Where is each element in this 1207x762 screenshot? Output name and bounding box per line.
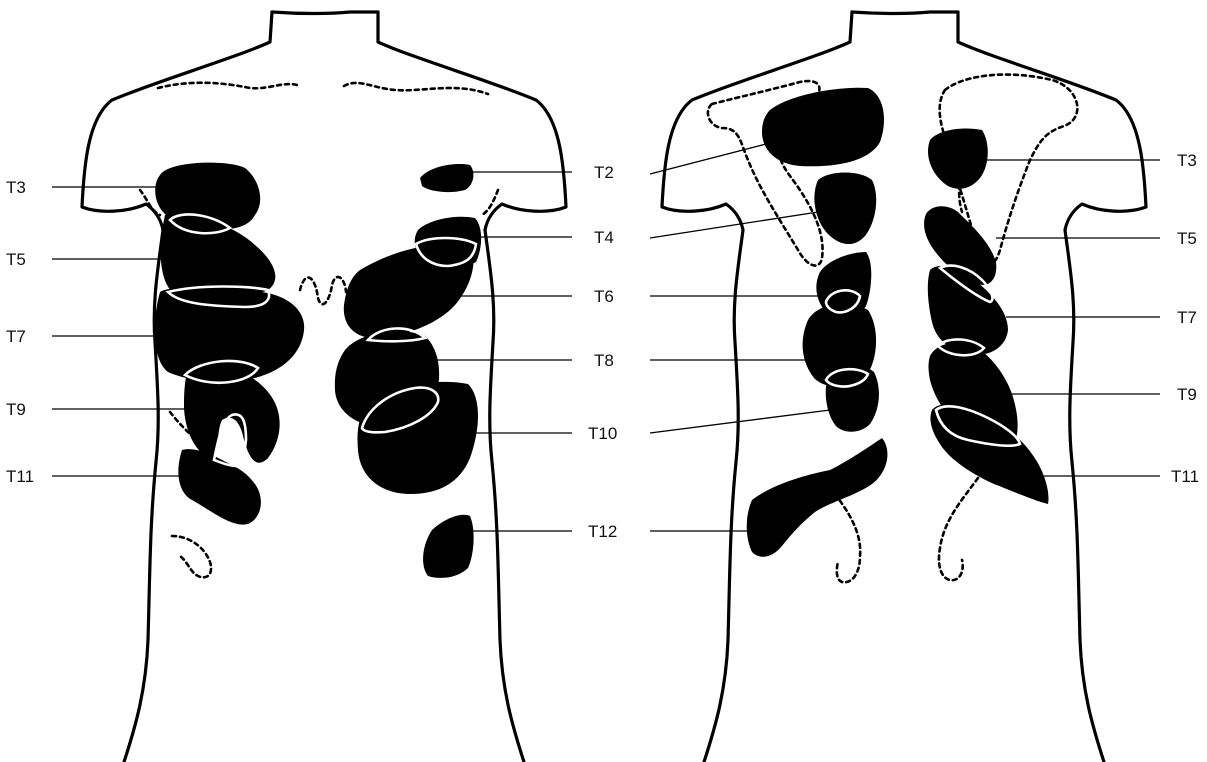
label-front-t11: T11 [6,467,34,486]
label-back-t3: T3 [1177,151,1197,170]
front-neckline [272,12,378,14]
label-mid-t10: T10 [588,424,617,443]
label-mid-t12: T12 [588,522,617,541]
back-neckline [852,12,958,14]
label-front-t3: T3 [6,178,26,197]
label-front-t5: T5 [6,250,26,269]
label-mid-t2: T2 [594,163,614,182]
label-mid-t4: T4 [594,228,614,247]
front-silhouette [0,0,640,762]
label-back-t9: T9 [1177,385,1197,404]
label-back-t11: T11 [1171,467,1199,486]
label-mid-t8: T8 [594,351,614,370]
label-back-t7: T7 [1177,308,1197,327]
label-front-t9: T9 [6,400,26,419]
label-mid-t6: T6 [594,287,614,306]
label-front-t7: T7 [6,327,26,346]
back-silhouette [640,0,1207,762]
back-zone-t10 [826,366,879,432]
label-back-t5: T5 [1177,229,1197,248]
